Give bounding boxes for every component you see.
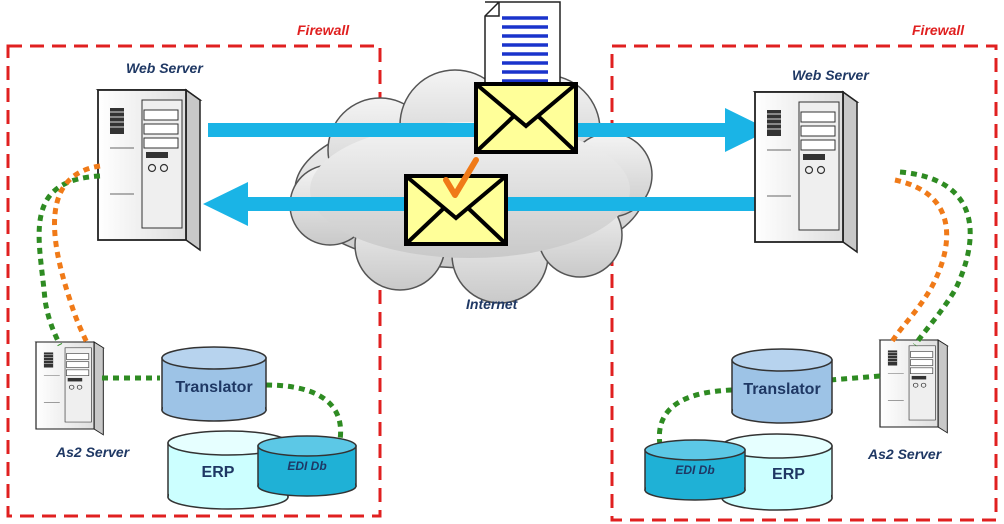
- left-orange-link: [52, 163, 101, 347]
- right-web-server-icon: [754, 91, 858, 253]
- left-translator-db: [161, 346, 267, 422]
- left-firewall-label: Firewall: [297, 22, 350, 38]
- left-web-server-label: Web Server: [126, 60, 203, 76]
- right-firewall-label: Firewall: [912, 22, 965, 38]
- right-erp-label: ERP: [772, 466, 805, 483]
- left-translator-label: Translator: [175, 379, 253, 396]
- right-web-server-label: Web Server: [792, 67, 869, 83]
- left-web-server-icon: [97, 89, 201, 251]
- right-as2-translator-link: [829, 373, 881, 383]
- left-as2-server-icon: [35, 341, 104, 436]
- right-edi-db-label: EDI Db: [675, 463, 715, 477]
- left-translator-edi-link: [265, 382, 344, 441]
- right-edi-db: [644, 439, 746, 501]
- document-icon: [484, 1, 561, 103]
- ack-envelope-icon: [404, 174, 508, 246]
- checkmark-icon: [443, 157, 479, 198]
- right-as2-server-icon: [879, 339, 948, 434]
- internet-label: Internet: [466, 296, 518, 312]
- left-as2-server-label: As2 Server: [56, 444, 130, 460]
- left-erp-label: ERP: [201, 464, 235, 481]
- right-translator-edi-link: [656, 387, 733, 446]
- right-orange-link: [887, 177, 950, 347]
- right-firewall-box: [610, 44, 998, 522]
- right-translator-db: [731, 348, 833, 424]
- message-envelope-icon: [474, 82, 578, 154]
- right-green-link: [899, 169, 973, 347]
- left-edi-db-label: EDI Db: [287, 459, 327, 473]
- right-translator-label: Translator: [743, 381, 821, 398]
- left-green-link: [36, 173, 101, 347]
- outbound-arrow: [208, 108, 770, 152]
- right-as2-server-label: As2 Server: [868, 446, 942, 462]
- left-edi-db: [257, 435, 357, 497]
